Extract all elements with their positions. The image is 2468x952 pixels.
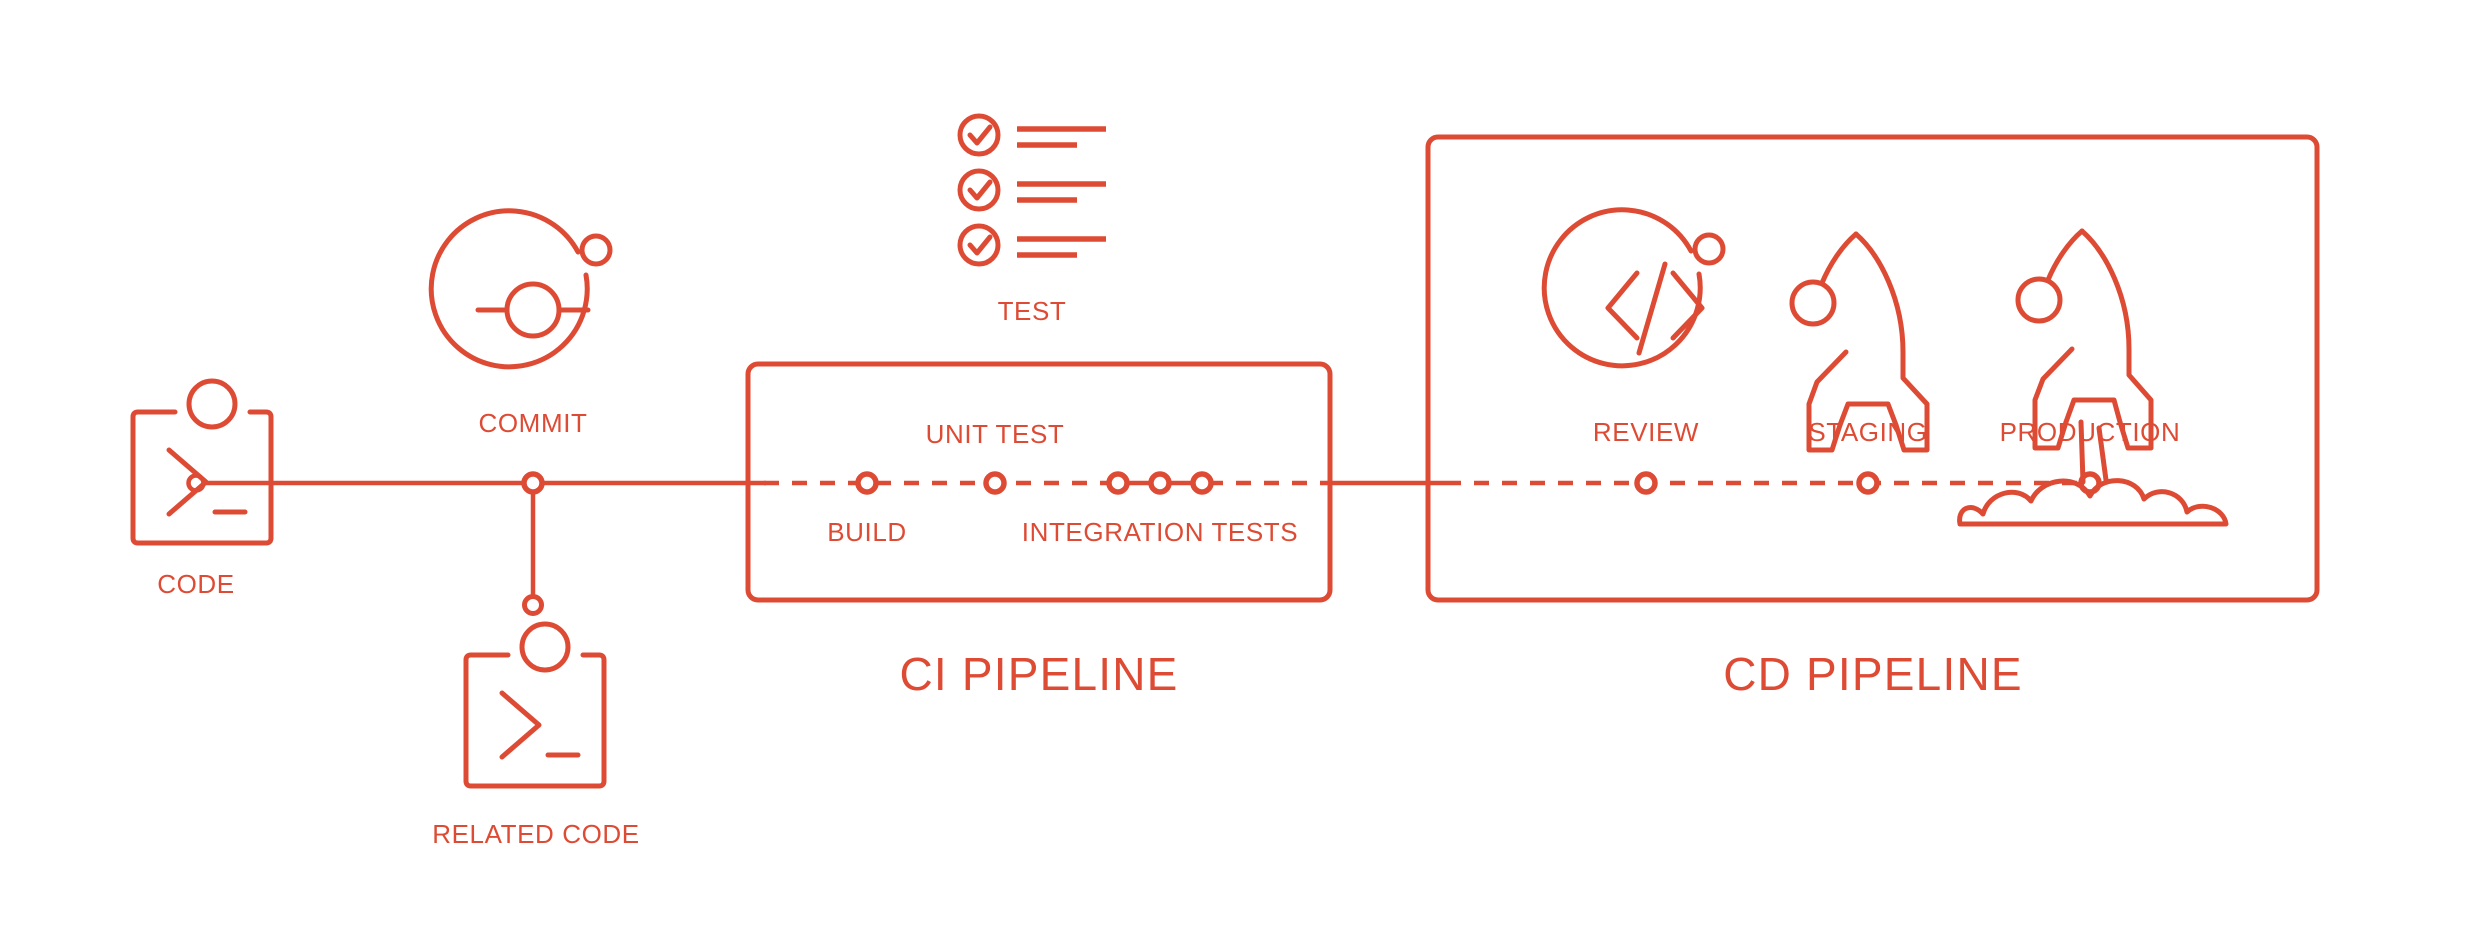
label-code: CODE: [157, 569, 235, 599]
label-related-code: RELATED CODE: [432, 819, 640, 849]
node-unit-test[interactable]: [983, 471, 1007, 495]
label-staging: STAGING: [1808, 417, 1927, 447]
checkmark-icon: [967, 234, 993, 256]
node-commit[interactable]: [521, 471, 545, 495]
title-ci-pipeline: CI PIPELINE: [899, 648, 1178, 700]
related-code-terminal-icon: [463, 652, 607, 789]
code-terminal-icon: [130, 409, 274, 546]
label-unit-test: UNIT TEST: [926, 419, 1065, 449]
label-commit: COMMIT: [478, 408, 587, 438]
label-review: REVIEW: [1593, 417, 1699, 447]
check-circle-icon: [957, 223, 1001, 267]
rocket-icon: [1789, 231, 1930, 453]
title-cd-pipeline: CD PIPELINE: [1723, 648, 2023, 700]
cd-pipeline-box: [1425, 134, 2320, 603]
check-circle-icon: [957, 113, 1001, 157]
node-related-code[interactable]: [522, 594, 544, 616]
node-integration-test-3[interactable]: [1190, 471, 1214, 495]
label-test: TEST: [998, 296, 1067, 326]
checklist-icon: [957, 113, 1106, 267]
node-integration-test-1[interactable]: [1106, 471, 1130, 495]
label-build: BUILD: [827, 517, 907, 547]
label-production: PRODUCTION: [2000, 417, 2181, 447]
node-staging[interactable]: [1856, 471, 1880, 495]
code-review-icon: [1541, 207, 1726, 369]
node-build[interactable]: [855, 471, 879, 495]
node-review[interactable]: [1634, 471, 1658, 495]
check-circle-icon: [957, 168, 1001, 212]
checkmark-icon: [967, 124, 993, 146]
label-integration-tests: INTEGRATION TESTS: [1022, 517, 1298, 547]
commit-orbit-icon: [428, 208, 613, 370]
checkmark-icon: [967, 179, 993, 201]
code-icon-badge-circle: [186, 378, 238, 430]
node-integration-test-2[interactable]: [1148, 471, 1172, 495]
rocket-launch-icon: [1957, 228, 2229, 527]
related-code-icon-badge-circle: [519, 621, 571, 673]
